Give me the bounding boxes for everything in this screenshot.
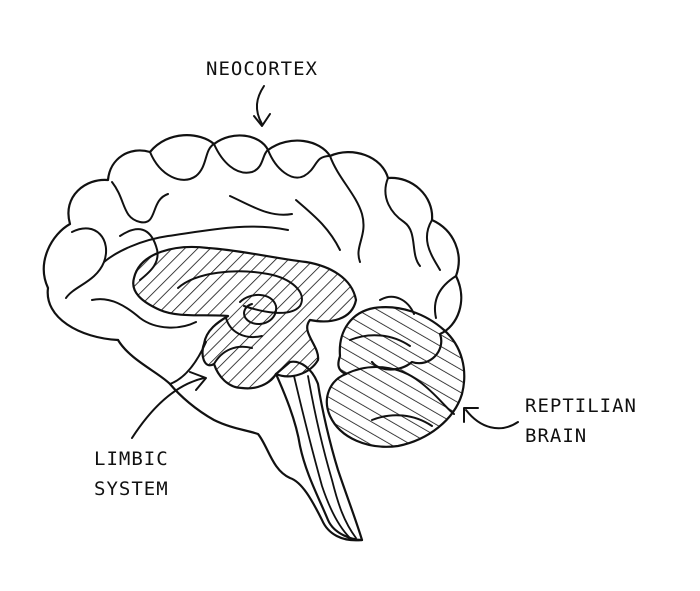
reptilian-brain [325,306,466,448]
neocortex-arrow [253,85,271,127]
brainstem [274,360,364,542]
reptilian-arrow [463,407,519,430]
limbic-label-line2: SYSTEM [94,478,169,500]
limbic-label-line1: LIMBIC [94,448,169,470]
reptilian-label-line2: BRAIN [525,425,588,447]
limbic-system-label: LIMBIC SYSTEM [94,444,169,504]
limbic-inner-contours [177,270,303,365]
neocortex-label-text: NEOCORTEX [206,58,318,80]
cerebellum-folds [345,334,455,427]
neocortex-label: NEOCORTEX [206,54,318,84]
limbic-arrow [131,371,207,439]
neocortex-outline [42,134,463,371]
reptilian-brain-label: REPTILIAN BRAIN [525,391,637,451]
brainstem-lines [293,375,357,539]
reptilian-label-line1: REPTILIAN [525,395,637,417]
